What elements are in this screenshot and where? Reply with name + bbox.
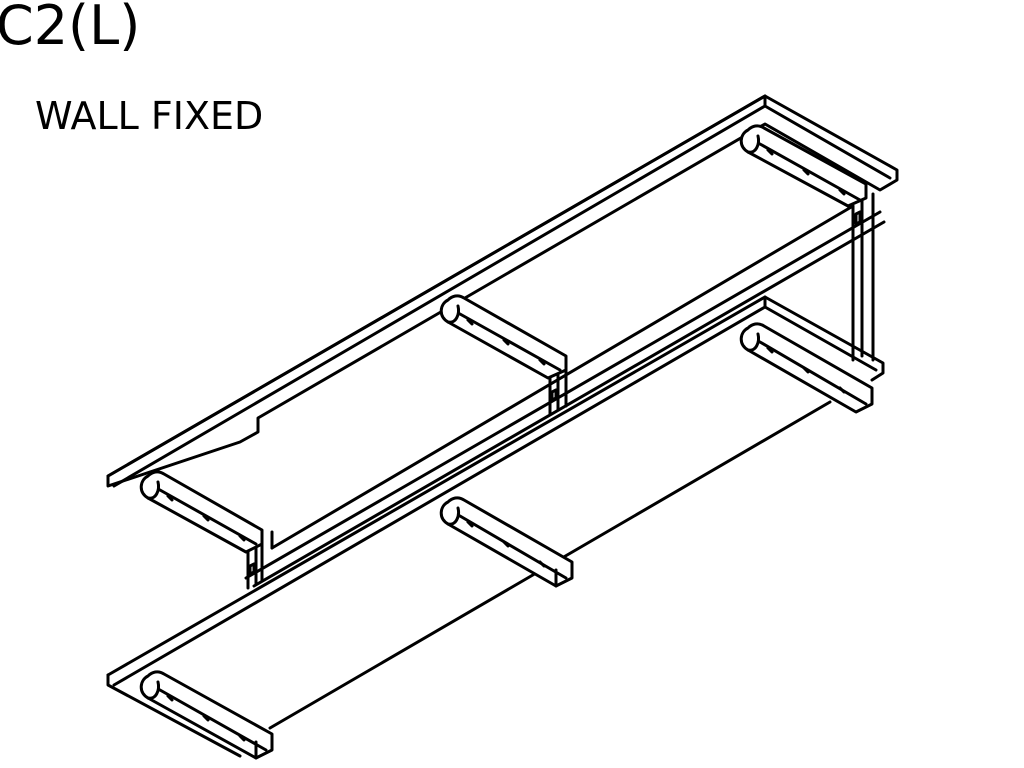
bracket-lower-middle	[439, 496, 574, 588]
bracket-upper-middle	[439, 294, 568, 416]
bracket-lower-right	[739, 322, 874, 414]
rear-upright	[851, 192, 875, 362]
upper-shelf	[106, 94, 899, 588]
bracket-lower-left	[139, 670, 274, 760]
bracket-upper-left	[139, 470, 264, 590]
bracket-upper-right	[739, 124, 868, 208]
drawing-title: C2(L)	[0, 0, 141, 57]
drawing-subtitle: WALL FIXED	[35, 94, 264, 138]
